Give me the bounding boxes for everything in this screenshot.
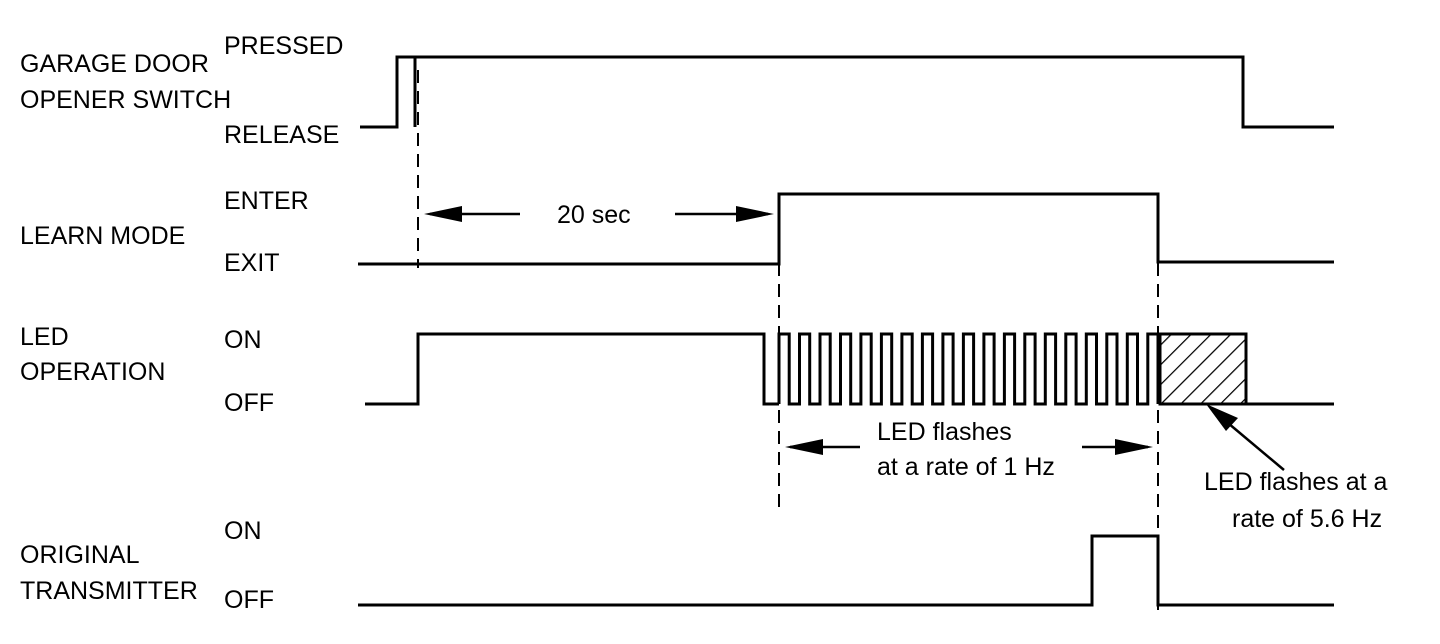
garage-signal-name-line1: GARAGE DOOR	[20, 50, 209, 78]
fast-flash-label-line1: LED flashes at a	[1204, 468, 1388, 496]
fast-flash-pointer-head	[1206, 404, 1238, 431]
transmitter-signal-name-line1: ORIGINAL	[20, 541, 140, 569]
led-1hz-flash-pulses	[777, 332, 1160, 406]
led-operation-waveform-base	[365, 332, 779, 406]
transmitter-waveform	[358, 534, 1334, 607]
transmitter-low-label: OFF	[224, 586, 274, 614]
delay-arrow-left-head	[424, 206, 462, 222]
led-low-label: OFF	[224, 389, 274, 417]
learn-low-label: EXIT	[224, 249, 280, 277]
learn-mode-waveform	[358, 192, 1334, 266]
learn-high-label: ENTER	[224, 187, 309, 215]
led-signal-name-line2: OPERATION	[20, 358, 165, 386]
garage-high-label: PRESSED	[224, 32, 343, 60]
led-high-label: ON	[224, 326, 262, 354]
garage-low-label: RELEASE	[224, 121, 339, 149]
slow-flash-arrow-right-head	[1115, 439, 1153, 455]
led-5-6hz-hatched-block	[1158, 332, 1248, 406]
delay-arrow-right-head	[736, 206, 774, 222]
fast-flash-label-line2: rate of 5.6 Hz	[1232, 505, 1382, 533]
slow-flash-label-line2: at a rate of 1 Hz	[877, 453, 1055, 481]
garage-signal-name-line2: OPENER SWITCH	[20, 86, 231, 114]
learn-signal-name: LEARN MODE	[20, 222, 185, 250]
delay-label: 20 sec	[557, 201, 631, 229]
garage-switch-waveform	[360, 55, 1334, 129]
led-signal-name-line1: LED	[20, 323, 69, 351]
fast-flash-pointer-line	[1221, 417, 1285, 471]
transmitter-high-label: ON	[224, 517, 262, 545]
transmitter-signal-name-line2: TRANSMITTER	[20, 577, 198, 605]
slow-flash-label-line1: LED flashes	[877, 418, 1012, 446]
slow-flash-arrow-left-head	[785, 439, 823, 455]
